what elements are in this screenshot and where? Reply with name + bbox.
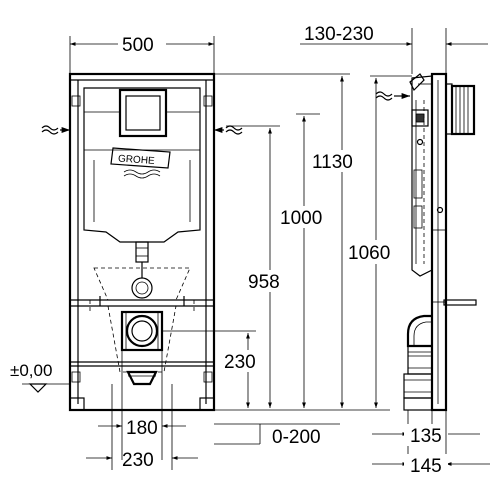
dim-1060-label: 1060: [348, 243, 390, 264]
dim-height-1130: 1130: [312, 76, 356, 408]
dim-230b-label: 230: [122, 450, 154, 471]
brand-logo: GROHE: [118, 153, 156, 167]
cistern: GROHE: [83, 87, 201, 299]
flush-plate: [445, 83, 476, 136]
dim-130-230-label: 130-230: [304, 24, 374, 45]
dim-1130-label: 1130: [312, 152, 353, 173]
wc-outline: [89, 267, 195, 373]
side-view: 130-230 1060 135 145: [300, 24, 490, 477]
dim-width-180: 180: [98, 350, 186, 460]
dim-depth-135: 135: [372, 410, 480, 470]
dim-500-label: 500: [122, 35, 154, 56]
dim-height-1060: 1060: [346, 75, 412, 408]
side-water-inlet-icon: [375, 73, 432, 101]
dim-0-200-label: 0-200: [272, 427, 321, 448]
dim-230-label: 230: [224, 352, 256, 373]
dim-width-230: 230: [86, 384, 198, 471]
side-cistern: [411, 75, 444, 277]
drain-connection: [120, 310, 164, 386]
dim-height-230: 230: [162, 330, 266, 408]
level-zero-label: ±0,00: [10, 361, 52, 380]
water-inlet-right-icon: [214, 125, 243, 135]
side-drain-bend: [403, 314, 433, 411]
side-frame: [430, 72, 477, 412]
frame: [68, 72, 216, 412]
dim-1000-label: 1000: [280, 208, 322, 229]
level-marker: ±0,00: [10, 361, 70, 393]
front-view: GROHE: [10, 32, 390, 471]
dim-height-1000: 1000: [278, 113, 326, 408]
dim-180-label: 180: [126, 418, 158, 439]
dim-depth-130-230: 130-230: [300, 24, 488, 74]
dim-depth-145: 145: [372, 410, 490, 477]
water-inlet-left-icon: [41, 125, 70, 135]
dim-width-500: 500: [69, 32, 215, 74]
dim-range-0-200: 0-200: [214, 423, 340, 448]
dim-958-label: 958: [248, 272, 280, 293]
dim-145-label: 145: [410, 456, 442, 477]
dim-height-958: 958: [226, 125, 288, 408]
dim-135-label: 135: [410, 426, 442, 447]
